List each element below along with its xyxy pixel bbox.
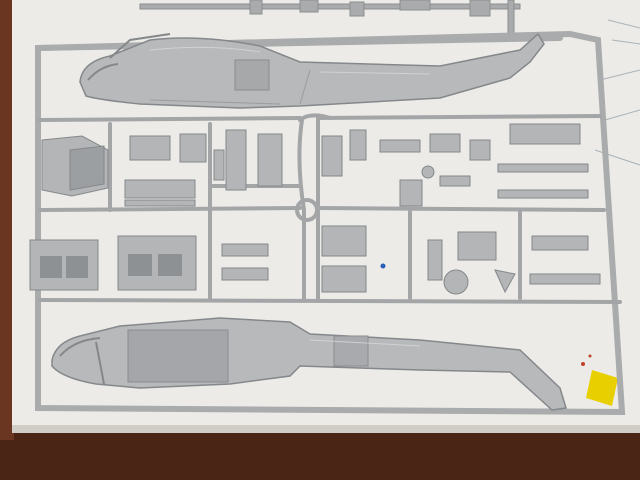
lower-fuselage-half — [51, 317, 567, 411]
parts-right-middle — [321, 225, 601, 295]
parts-left-top — [41, 129, 283, 207]
table-edge-shadow — [0, 430, 640, 480]
plastic-highlights — [149, 46, 431, 347]
sprue-frame — [35, 30, 626, 416]
parts-right-top — [321, 123, 589, 207]
sprue-runners — [38, 113, 622, 304]
second-sprue-top — [139, 0, 521, 37]
pencil-marks — [594, 19, 640, 166]
sprue-ring — [295, 198, 319, 222]
table-left-strip — [0, 0, 14, 440]
parts-left-bottom — [29, 235, 269, 291]
yellow-tape — [586, 370, 618, 406]
red-paint-speck — [581, 362, 585, 366]
blue-paint-speck — [380, 263, 386, 269]
board-bottom-shadow — [12, 425, 640, 433]
red-paint-speck-2 — [588, 354, 592, 358]
upper-fuselage-half — [79, 32, 545, 109]
